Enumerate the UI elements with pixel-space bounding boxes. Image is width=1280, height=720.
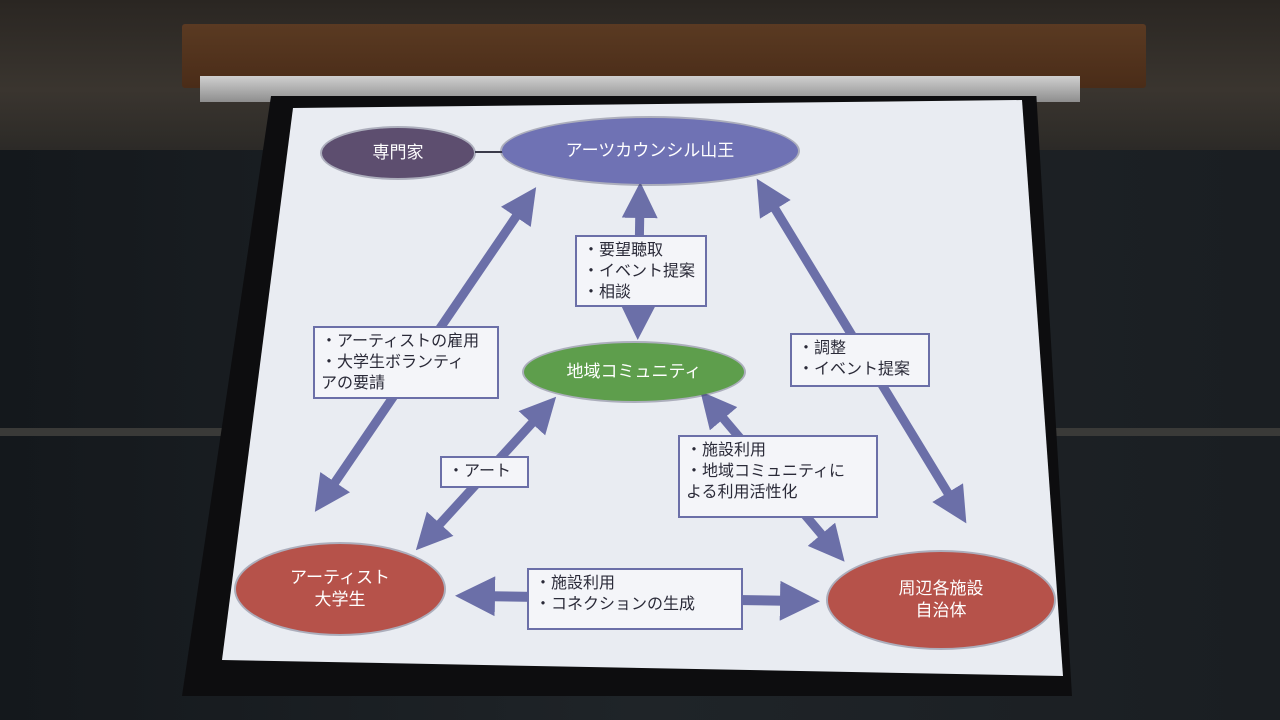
label-box-council-community: ・要望聴取 ・イベント提案 ・相談 <box>575 235 707 307</box>
label-line: ・地域コミュニティに <box>686 460 870 481</box>
label-box-community-artists: ・アート <box>440 456 529 488</box>
node-expert: 専門家 <box>322 128 474 178</box>
label-line: ・大学生ボランティ <box>321 351 491 372</box>
label-box-council-artists: ・アーティストの雇用 ・大学生ボランティ アの要請 <box>313 326 499 399</box>
label-line: よる利用活性化 <box>686 481 870 502</box>
node-expert-label: 専門家 <box>373 142 424 164</box>
node-municipality-label: 自治体 <box>916 600 967 622</box>
node-facilities-municipality: 周辺各施設 自治体 <box>828 552 1054 648</box>
node-community: 地域コミュニティ <box>524 343 744 401</box>
label-line: ・イベント提案 <box>583 260 699 281</box>
label-line: ・アート <box>448 460 521 481</box>
label-box-council-facilities: ・調整 ・イベント提案 <box>790 333 930 387</box>
label-line: ・施設利用 <box>535 572 735 593</box>
label-box-artists-facilities: ・施設利用 ・コネクションの生成 <box>527 568 743 630</box>
label-line: ・イベント提案 <box>798 358 922 379</box>
label-line: ・施設利用 <box>686 439 870 460</box>
label-line: ・相談 <box>583 281 699 302</box>
node-arts-council: アーツカウンシル山王 <box>502 118 798 184</box>
node-community-label: 地域コミュニティ <box>567 361 702 383</box>
label-line: ・調整 <box>798 337 922 358</box>
label-line: アの要請 <box>321 372 491 393</box>
node-arts-council-label: アーツカウンシル山王 <box>566 140 735 162</box>
label-line: ・コネクションの生成 <box>535 593 735 614</box>
label-line: ・要望聴取 <box>583 239 699 260</box>
node-artists-label: アーティスト <box>290 567 390 589</box>
label-line: ・アーティストの雇用 <box>321 330 491 351</box>
node-students-label: 大学生 <box>315 589 366 611</box>
node-facilities-label: 周辺各施設 <box>899 578 984 600</box>
label-box-community-facilities: ・施設利用 ・地域コミュニティに よる利用活性化 <box>678 435 878 518</box>
node-artists-students: アーティスト 大学生 <box>236 544 444 634</box>
